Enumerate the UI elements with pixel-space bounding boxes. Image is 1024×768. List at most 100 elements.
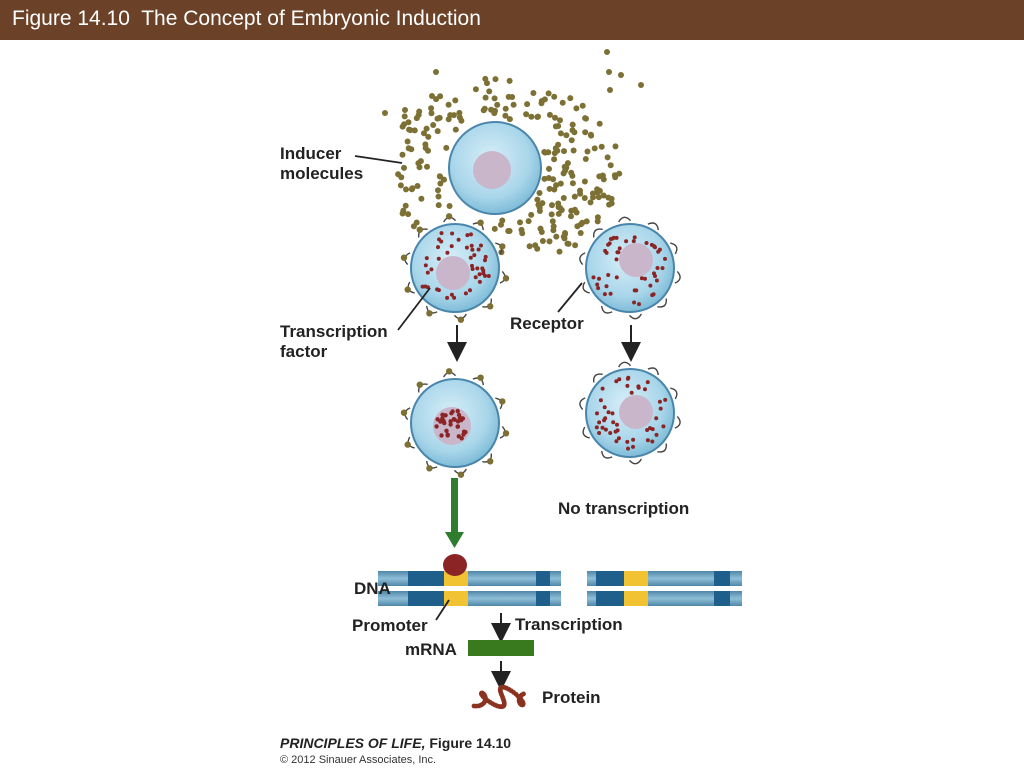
- transcription-factor: [473, 275, 478, 280]
- inducer-molecule: [554, 147, 561, 154]
- inducer-molecule: [486, 88, 493, 95]
- receptor: [579, 397, 586, 411]
- label-inducer-2: molecules: [280, 164, 363, 183]
- inducer-molecule: [555, 141, 562, 148]
- inducer-molecule: [510, 101, 517, 108]
- transcription-factor: [663, 397, 668, 402]
- leader-transcription-factor: [397, 287, 431, 331]
- inducer-molecule: [553, 233, 560, 240]
- transcription-factor: [452, 417, 457, 422]
- transcription-factor: [486, 274, 491, 278]
- transcription-factor: [597, 420, 602, 425]
- leader-inducer: [354, 155, 403, 164]
- transcription-factor: [469, 232, 473, 237]
- inducer-molecule: [596, 120, 603, 127]
- inducer-molecule: [528, 211, 535, 218]
- inducer-molecule: [536, 190, 543, 196]
- inducer-molecule: [401, 113, 408, 120]
- receptor: [670, 242, 678, 255]
- transcription-factor: [631, 444, 635, 449]
- inducer-molecule: [582, 129, 589, 136]
- bound-inducer: [416, 226, 423, 233]
- inducer-molecule: [472, 86, 479, 93]
- transcription-factor: [625, 439, 630, 444]
- inducer-molecule: [638, 82, 644, 88]
- bound-inducer: [457, 316, 465, 323]
- inducer-molecule: [595, 194, 602, 201]
- transcription-factor: [654, 278, 659, 283]
- transcription-factor: [632, 288, 637, 293]
- inducer-molecule: [530, 90, 537, 96]
- transcription-factor: [594, 425, 599, 430]
- inducer-molecule: [552, 114, 558, 121]
- label-transcription: Transcription: [515, 615, 623, 634]
- inducer-molecule: [421, 130, 427, 137]
- transcription-factor-dots: [591, 235, 667, 307]
- inducer-molecule: [587, 199, 594, 206]
- receptors: [400, 213, 510, 323]
- inducer-molecule: [445, 101, 452, 108]
- inducer-molecule: [567, 95, 574, 102]
- transcription-factor: [658, 406, 663, 411]
- inducer-molecule: [612, 174, 619, 181]
- receptor: [582, 281, 590, 294]
- promoter-region: [624, 571, 648, 586]
- transcription-factor: [613, 429, 618, 434]
- inducer-molecule: [435, 193, 442, 200]
- transcription-factor: [610, 411, 615, 416]
- transcription-factor: [440, 412, 445, 417]
- inducer-molecule: [549, 202, 555, 209]
- credit-line: PRINCIPLES OF LIFE, Figure 14.10: [280, 735, 511, 751]
- inducer-molecule: [402, 202, 409, 209]
- receptor: [647, 367, 660, 376]
- inducer-molecule: [581, 178, 588, 185]
- receptor: [618, 216, 632, 223]
- transcription-factor: [644, 241, 649, 245]
- transcription-factor: [643, 387, 647, 392]
- label-receptor: Receptor: [510, 314, 584, 333]
- transcription-factor: [637, 302, 641, 307]
- transcription-factor: [645, 438, 650, 443]
- inducer-molecule: [546, 185, 553, 192]
- transcription-factor: [611, 420, 616, 425]
- receptor: [600, 305, 613, 314]
- inducer-molecule: [535, 113, 541, 120]
- transcription-factor: [429, 267, 434, 272]
- inducer-molecule: [518, 226, 525, 233]
- transcription-factor: [631, 239, 636, 244]
- inducer-molecule: [598, 143, 605, 150]
- transcription-factor: [448, 419, 453, 424]
- transcription-factor: [617, 246, 622, 251]
- transcription-factor: [629, 390, 634, 395]
- transcription-factor: [597, 276, 601, 281]
- transcription-factor: [457, 417, 462, 422]
- inducer-molecule: [405, 119, 412, 126]
- receptor: [628, 313, 642, 320]
- inducer-molecule: [548, 211, 555, 218]
- inducer-molecule: [505, 93, 512, 100]
- transcription-factor: [439, 418, 444, 424]
- nonresponding-cell-right-inactive: [579, 361, 681, 465]
- transcription-factor: [614, 379, 619, 384]
- bound-inducer: [499, 243, 506, 250]
- transcription-factor: [480, 266, 485, 271]
- inducer-molecule: [600, 192, 607, 199]
- transcription-factor: [420, 284, 425, 289]
- transcription-factor: [477, 272, 482, 277]
- inducer-molecule: [546, 165, 552, 172]
- inducer-molecule: [395, 171, 402, 178]
- inducer-molecule: [415, 111, 422, 118]
- page-title: Figure 14.10 The Concept of Embryonic In…: [12, 7, 481, 30]
- transcription-factor: [595, 411, 599, 416]
- inducer-molecule: [534, 245, 541, 252]
- inducer-molecule: [588, 132, 595, 139]
- inducer-molecule: [584, 148, 591, 155]
- receptors: [579, 216, 681, 320]
- transcription-factor: [424, 256, 429, 261]
- inducer-molecule: [577, 187, 583, 194]
- inducer-molecule: [435, 202, 442, 209]
- inducer-molecule: [604, 49, 610, 55]
- nucleus: [436, 256, 470, 290]
- receptor: [618, 361, 632, 368]
- inducer-molecule: [443, 144, 450, 151]
